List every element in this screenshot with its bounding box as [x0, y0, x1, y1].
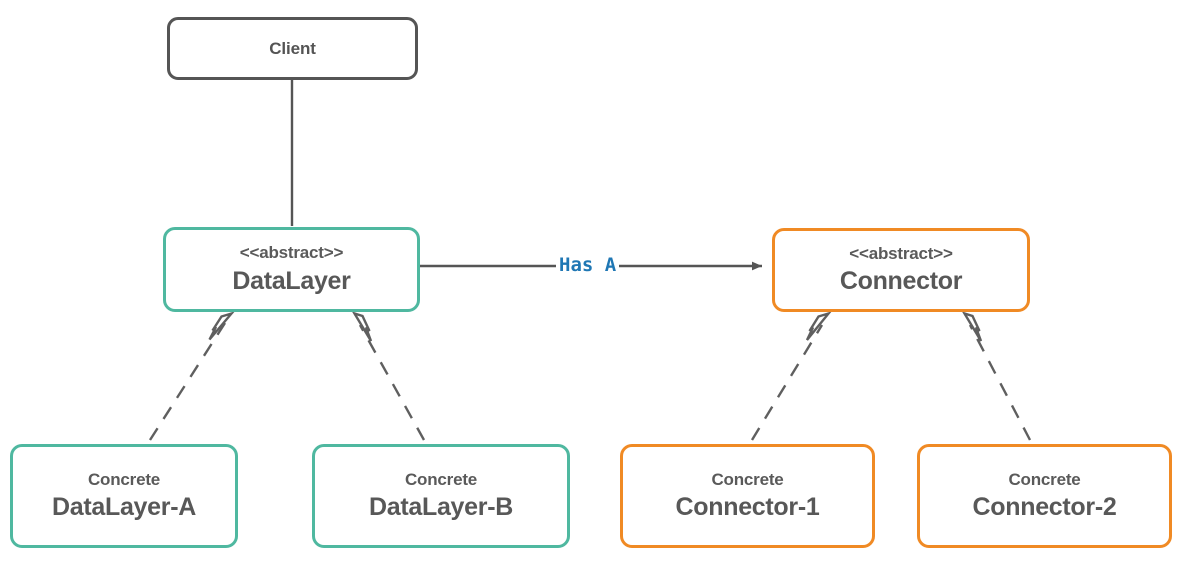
edge-connector-2-to-connector — [968, 324, 1032, 441]
node-connector-2-title: Connector-2 — [972, 493, 1117, 522]
node-datalayer[interactable]: <<abstract>> DataLayer — [163, 227, 420, 312]
node-datalayer-a-stereotype: Concrete — [87, 469, 161, 489]
node-datalayer-title: DataLayer — [232, 266, 351, 295]
node-connector[interactable]: <<abstract>> Connector — [772, 228, 1030, 312]
node-client[interactable]: Client — [167, 17, 418, 80]
arrowhead-hollow-datalayer-b — [351, 311, 373, 342]
node-connector-title: Connector — [839, 267, 963, 296]
node-connector-2-stereotype: Concrete — [1008, 469, 1081, 489]
arrowhead-hollow-datalayer-a — [208, 311, 236, 341]
edge-label-has-a: Has A — [556, 256, 620, 275]
node-datalayer-a[interactable]: Concrete DataLayer-A — [10, 444, 238, 548]
node-connector-1-title: Connector-1 — [675, 493, 820, 522]
node-connector-1-stereotype: Concrete — [711, 469, 784, 489]
node-datalayer-b[interactable]: Concrete DataLayer-B — [312, 444, 570, 548]
edge-datalayer-a-to-datalayer — [148, 322, 227, 441]
node-datalayer-b-stereotype: Concrete — [404, 469, 478, 489]
node-datalayer-b-title: DataLayer-B — [369, 493, 513, 522]
arrowhead-hollow-connector-1 — [805, 311, 832, 341]
edge-connector-1-to-connector — [750, 324, 824, 441]
node-datalayer-a-title: DataLayer-A — [52, 493, 196, 522]
node-connector-2[interactable]: Concrete Connector-2 — [917, 444, 1172, 548]
node-client-title: Client — [269, 38, 316, 58]
node-connector-stereotype: <<abstract>> — [849, 243, 953, 263]
node-connector-1[interactable]: Concrete Connector-1 — [620, 444, 875, 548]
arrowhead-hollow-connector-2 — [961, 311, 983, 342]
node-datalayer-stereotype: <<abstract>> — [239, 243, 344, 263]
edge-datalayer-b-to-datalayer — [358, 324, 426, 441]
